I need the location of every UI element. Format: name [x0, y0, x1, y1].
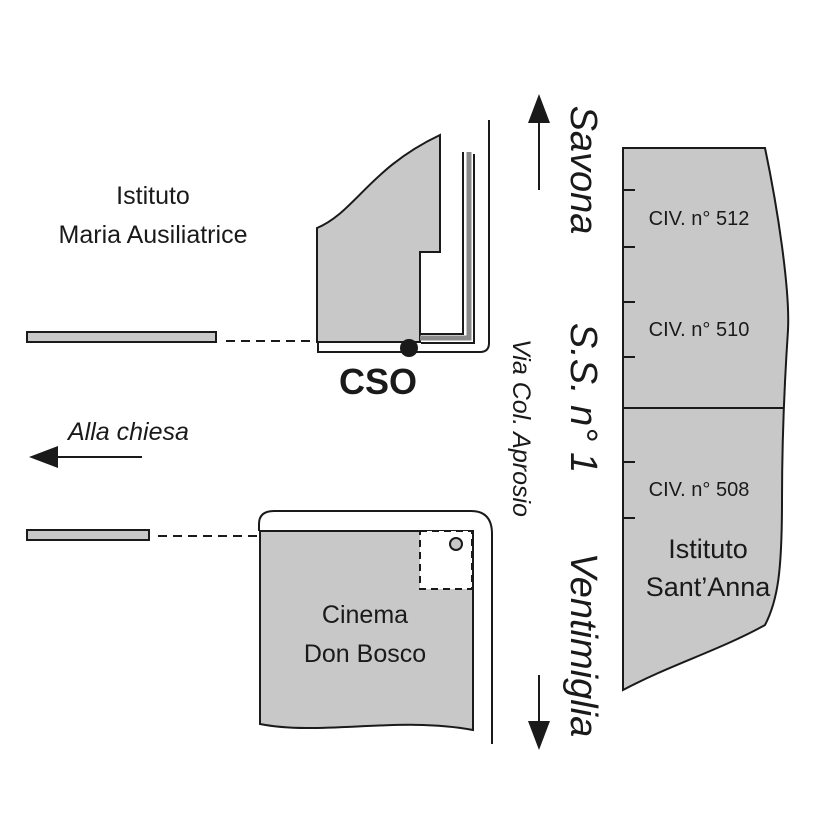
label-cinema-line1: Cinema: [322, 601, 408, 629]
road-stub-south: [26, 529, 150, 541]
label-alla-chiesa: Alla chiesa: [66, 418, 189, 446]
label-civ-508: CIV. n° 508: [649, 479, 750, 501]
sidewalk-outline-south: [258, 510, 493, 744]
label-cinema-line2: Don Bosco: [304, 640, 426, 668]
label-istituto-maria-line2: Maria Ausiliatrice: [59, 221, 248, 249]
label-civ-510: CIV. n° 510: [649, 319, 750, 341]
label-istituto-maria-line1: Istituto: [116, 182, 190, 210]
location-dot-icon: [400, 339, 418, 357]
sidewalk-outline-north: [317, 120, 490, 353]
building-maria-ausiliatrice: [316, 133, 441, 343]
label-savona: Savona: [562, 106, 604, 235]
arrow-down-icon: [528, 721, 550, 750]
building-wall-inner: [420, 152, 464, 335]
small-dot-icon: [449, 537, 463, 551]
label-ss1: S.S. n° 1: [562, 323, 604, 473]
road-stub-north: [26, 331, 217, 343]
label-cso: CSO: [339, 361, 417, 402]
dashed-marker-box: [419, 530, 473, 590]
label-via-col-aprosio: Via Col. Aprosio: [507, 339, 535, 517]
arrow-up-icon: [528, 94, 550, 123]
label-ventimiglia: Ventimiglia: [562, 553, 604, 737]
label-santanna-line1: Istituto: [668, 534, 748, 564]
building-santanna: [622, 147, 790, 692]
label-santanna-line2: Sant’Anna: [646, 572, 772, 602]
arrow-left-icon: [29, 446, 58, 468]
building-wall-outer: [421, 154, 475, 344]
building-wall-shade: [420, 152, 472, 341]
label-civ-512: CIV. n° 512: [649, 208, 750, 230]
